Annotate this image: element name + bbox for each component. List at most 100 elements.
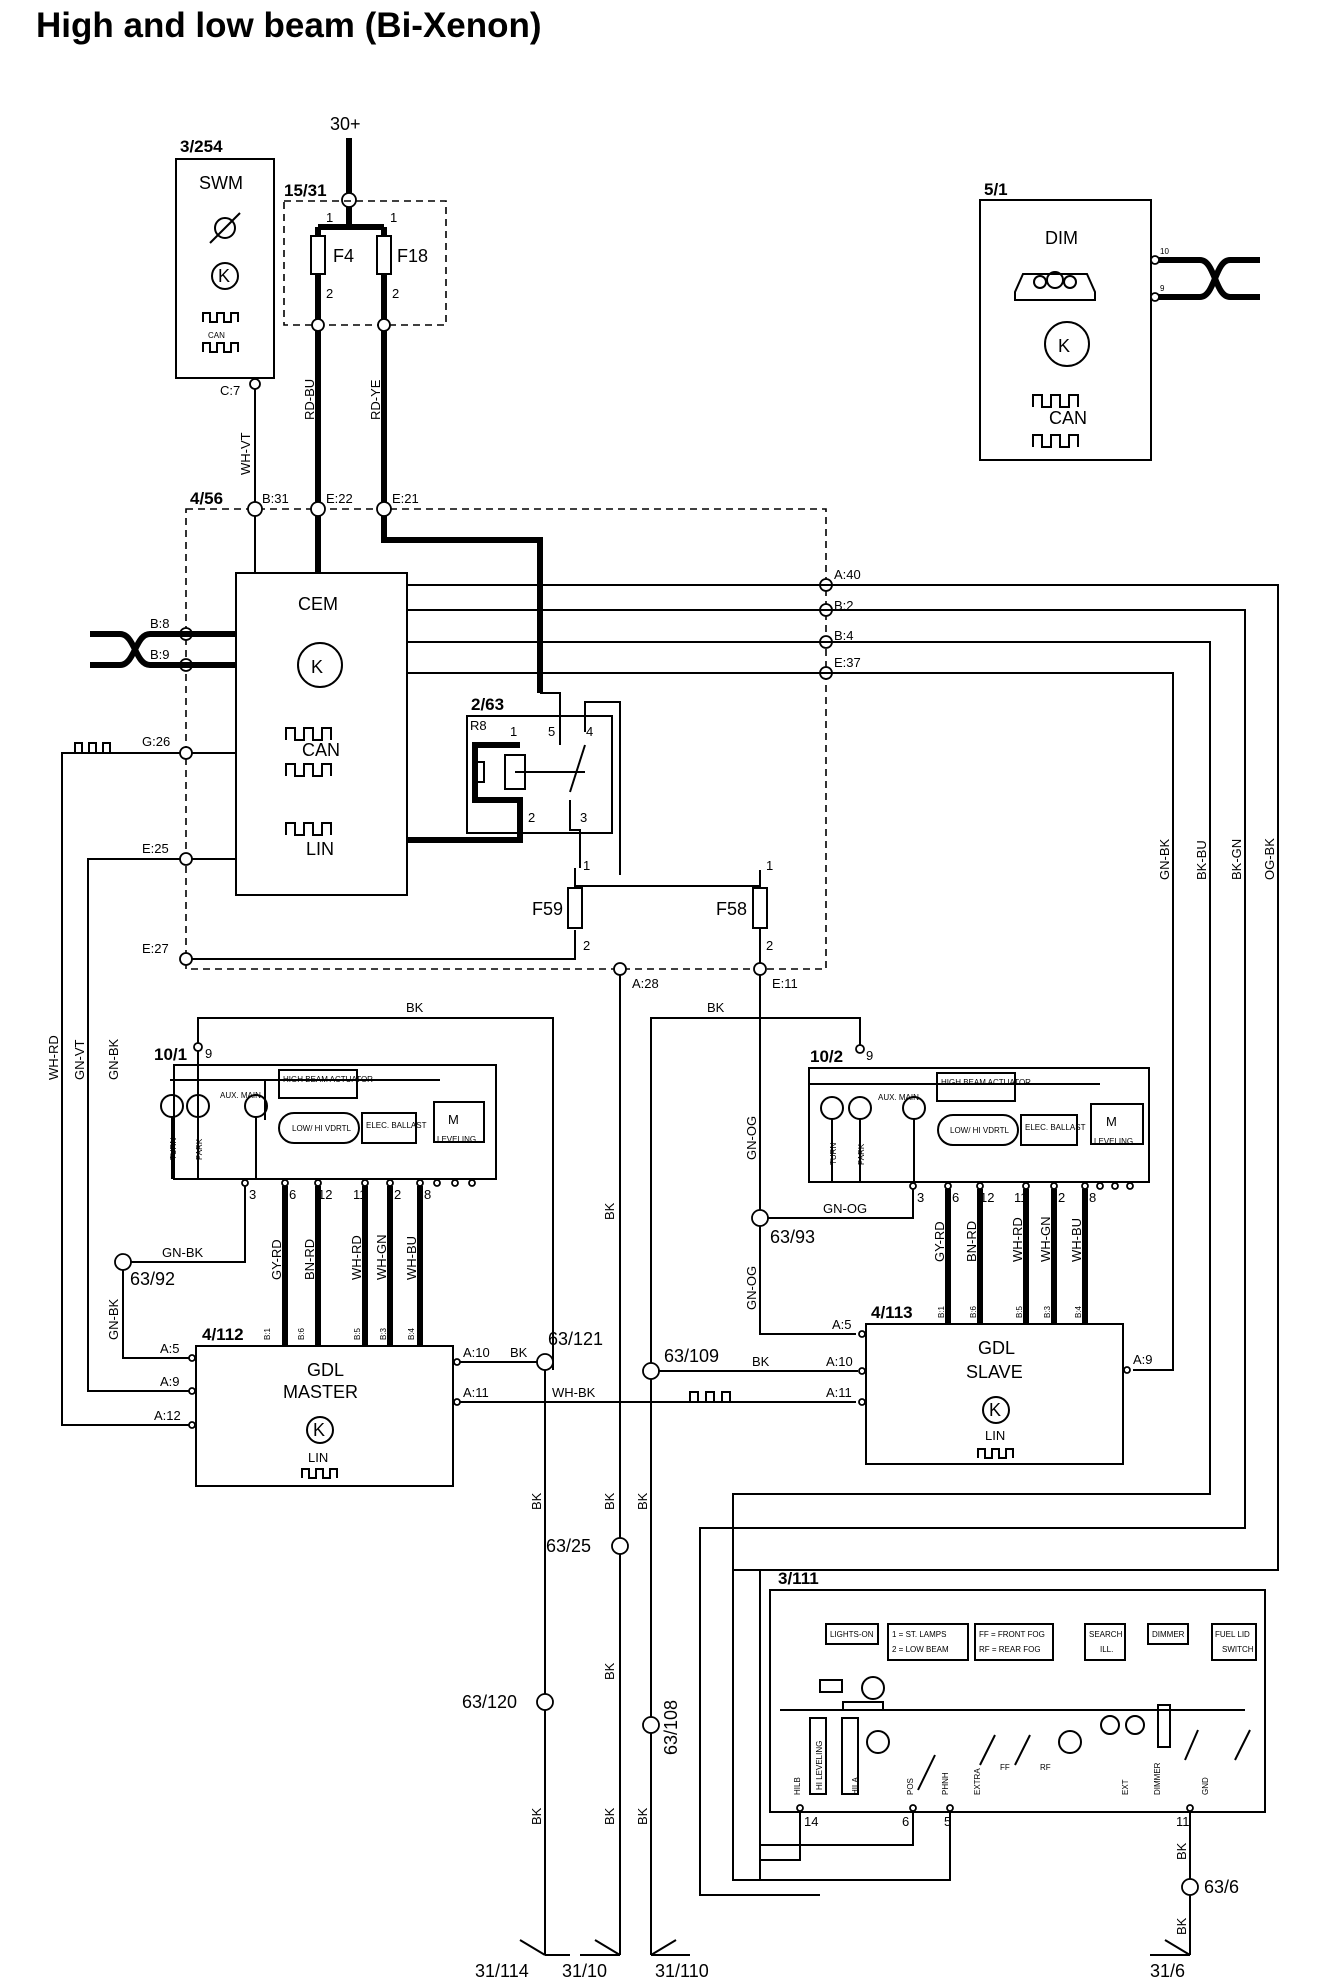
wire-gn-og-h: GN-OG xyxy=(823,1201,867,1216)
lamp-left-ballast: ELEC. BALLAST xyxy=(366,1121,427,1130)
fuse-f18 xyxy=(376,235,392,275)
cem-pin-e21: E:21 xyxy=(392,491,419,506)
wire-rd-ye: RD-YE xyxy=(368,379,383,420)
master-lin: LIN xyxy=(308,1450,328,1465)
wire-bn-rd-left: BN-RD xyxy=(302,1239,317,1280)
lamp-left-pin-12: 12 xyxy=(318,1187,332,1202)
wire-bn-rd-right: BN-RD xyxy=(964,1221,979,1262)
lamp-right-turn: TURN xyxy=(829,1143,838,1165)
dim-id: 5/1 xyxy=(984,180,1008,199)
dim-can-wave-icon xyxy=(1032,394,1079,408)
svg-text:2: 2 xyxy=(766,938,773,953)
switch-dimmer: DIMMER xyxy=(1152,1630,1185,1639)
wire-bk-bu: BK-BU xyxy=(1194,840,1209,880)
lamp-right-pin-8: 8 xyxy=(1089,1190,1096,1205)
slave-transistor-icon xyxy=(982,1396,1010,1424)
fuse-f18-label: F18 xyxy=(397,246,428,266)
fuse-f59 xyxy=(567,887,583,929)
splice-63-25-label: 63/25 xyxy=(546,1536,591,1556)
master-pin-a9: A:9 xyxy=(160,1374,180,1389)
turn-lamp-right-icon xyxy=(820,1096,844,1120)
steering-wheel-icon xyxy=(214,217,236,239)
switch-low-beam: 2 = LOW BEAM xyxy=(892,1645,949,1654)
cem-pin-b31: B:31 xyxy=(262,491,289,506)
low-hi-bulb-right xyxy=(937,1114,1019,1146)
master-pin-a11: A:11 xyxy=(463,1385,489,1400)
slave-pin-a5: A:5 xyxy=(832,1317,852,1332)
slave-pin-a11: A:11 xyxy=(826,1385,852,1400)
transistor-icon xyxy=(211,262,239,290)
lamp-right-pin-6: 6 xyxy=(952,1190,959,1205)
master-pin-a10: A:10 xyxy=(463,1345,490,1360)
switch-ext: EXT xyxy=(1121,1779,1130,1795)
switch-ill-lamp-1-icon xyxy=(1100,1715,1120,1735)
lamp-left-pin-3: 3 xyxy=(249,1187,256,1202)
slave-id: 4/113 xyxy=(871,1303,913,1322)
lamp-right-pin-12: 12 xyxy=(980,1190,994,1205)
wire-wh-rd-left: WH-RD xyxy=(349,1235,364,1280)
hb-actuator-left xyxy=(278,1069,358,1099)
ground-31-10: 31/10 xyxy=(562,1961,607,1980)
cem-pin-b4: B:4 xyxy=(834,628,854,643)
switch-ill: ILL. xyxy=(1100,1645,1113,1654)
master-lin-wave-icon xyxy=(301,1468,338,1479)
switch-rf: RF = REAR FOG xyxy=(979,1645,1041,1654)
wire-bk-a28: BK xyxy=(602,1202,617,1220)
diagram-title: High and low beam (Bi-Xenon) xyxy=(36,6,542,45)
supply-label: 30+ xyxy=(330,114,361,134)
cem-lin: LIN xyxy=(306,839,334,859)
switch-extra: EXTRA xyxy=(973,1768,982,1795)
cem-name: CEM xyxy=(298,594,338,614)
relay-pin-5: 5 xyxy=(548,724,555,739)
master-transistor-icon xyxy=(306,1416,334,1444)
svg-text:1: 1 xyxy=(766,858,773,873)
fusebox-15-31: 15/31 1 1 F4 F18 2 2 xyxy=(283,181,447,332)
switch-st-lamps: 1 = ST. LAMPS xyxy=(892,1630,946,1639)
lamp-left-park: PARK xyxy=(195,1138,204,1160)
cem-pin-e27: E:27 xyxy=(142,941,169,956)
switch-pin-11: 11 xyxy=(1176,1814,1190,1829)
master-id: 4/112 xyxy=(202,1325,244,1344)
wire-bk-gn: BK-GN xyxy=(1229,839,1244,880)
dim-pin-10: 10 xyxy=(1160,247,1169,256)
switch-switch: SWITCH xyxy=(1222,1645,1254,1654)
switch-pin-6: 6 xyxy=(902,1814,909,1829)
ground-31-110: 31/110 xyxy=(655,1961,709,1980)
master-pin-b5: B:5 xyxy=(353,1327,362,1340)
splice-63-121-label: 63/121 xyxy=(548,1329,603,1349)
cem-pin-b8: B:8 xyxy=(150,616,170,631)
wire-bk-a28-low: BK xyxy=(602,1492,617,1510)
switch-ff: FF = FRONT FOG xyxy=(979,1630,1045,1639)
ground-31-6: 31/6 xyxy=(1150,1961,1185,1980)
slave-pin-b4: B:4 xyxy=(1074,1305,1083,1318)
switch-led-icon xyxy=(861,1676,885,1700)
switch-phnh: PHNH xyxy=(941,1772,950,1795)
headlamp-left: 10/1 9 AUX. MAIN HIGH BEAM ACTUATOR LOW/… xyxy=(154,1042,497,1202)
g26-lin-wave-icon xyxy=(74,742,111,754)
master-line2: MASTER xyxy=(283,1382,358,1402)
lamp-right-lowhi: LOW/ HI VDRTL xyxy=(950,1126,1010,1135)
ballast-left xyxy=(361,1112,417,1144)
dim-pin-9: 9 xyxy=(1160,284,1165,293)
slave-line1: GDL xyxy=(978,1338,1015,1358)
leveling-motor-left xyxy=(433,1101,485,1143)
slave-pin-b5: B:5 xyxy=(1015,1305,1024,1318)
slave-pin-b6: B:6 xyxy=(969,1305,978,1318)
gdl-slave-module: 4/113 GDL SLAVE K LIN A:5 A:10 A:11 A:9 … xyxy=(826,1303,1153,1465)
splice-63-6-label: 63/6 xyxy=(1204,1877,1239,1897)
lamp-right-pin-3: 3 xyxy=(917,1190,924,1205)
svg-text:M: M xyxy=(448,1112,459,1127)
switch-resistor xyxy=(842,1701,884,1711)
svg-text:K: K xyxy=(1058,336,1070,356)
dim-transistor-icon xyxy=(1044,321,1090,367)
lamp-left-turn: TURN xyxy=(169,1138,178,1160)
wire-gn-vt: GN-VT xyxy=(72,1040,87,1081)
wire-gy-rd-left: GY-RD xyxy=(269,1239,284,1280)
fuse-f59-label: F59 xyxy=(532,899,563,919)
switch-search: SEARCH xyxy=(1089,1630,1123,1639)
slave-pin-b3: B:3 xyxy=(1043,1305,1052,1318)
switch-pin-5: 5 xyxy=(944,1814,951,1829)
instrument-cluster-icon xyxy=(1014,273,1096,301)
fuse-pin-2b: 2 xyxy=(392,286,399,301)
park-lamp-right-icon xyxy=(848,1096,872,1120)
